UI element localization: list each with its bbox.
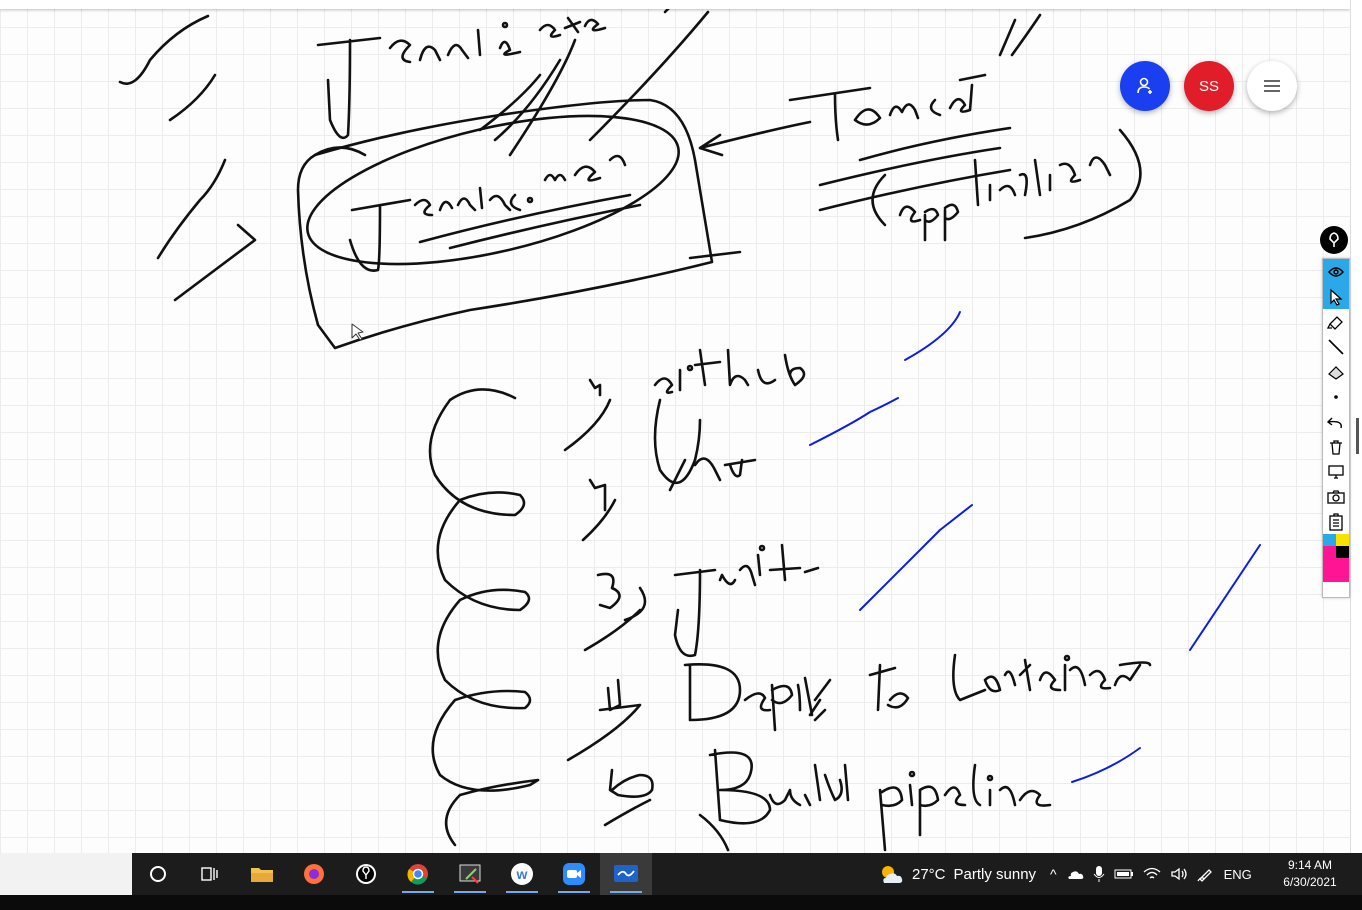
eye-tool[interactable]: [1323, 259, 1349, 284]
top-bar: [0, 0, 1350, 9]
swatch-pink[interactable]: [1323, 558, 1349, 582]
eraser-tool[interactable]: [1323, 359, 1349, 384]
partly-sunny-icon: [882, 866, 903, 883]
firefox-icon: [304, 864, 324, 884]
pen-app-button[interactable]: [340, 853, 392, 895]
task-view-button[interactable]: [184, 853, 236, 895]
weather-temperature: 27°C: [912, 865, 946, 883]
camera-icon: [1327, 489, 1345, 504]
volume-icon[interactable]: [1170, 867, 1188, 881]
user-avatar-button[interactable]: SS: [1184, 61, 1234, 111]
windows-taskbar: w 27°C Partly sunny ^ ENG 9:14 AM 6/30/2…: [0, 853, 1362, 895]
camera-tool[interactable]: [1323, 484, 1349, 509]
file-explorer-button[interactable]: [236, 853, 288, 895]
zoom-icon: [563, 863, 585, 885]
highlighter-icon: [1327, 315, 1343, 330]
clipboard-icon: [1329, 512, 1343, 531]
word-button[interactable]: w: [496, 853, 548, 895]
swatch-cyan[interactable]: [1323, 534, 1349, 546]
pointer-icon: [1330, 288, 1343, 306]
start-area[interactable]: [0, 853, 132, 895]
user-initials: SS: [1198, 77, 1219, 95]
whiteboard-button[interactable]: [600, 853, 652, 895]
screen-tool[interactable]: [1323, 459, 1349, 484]
file-explorer-icon: [251, 868, 273, 882]
zoom-button[interactable]: [548, 853, 600, 895]
pen-line-icon: [1328, 338, 1344, 355]
color-swatches: [1323, 534, 1349, 582]
screen-icon: [1328, 464, 1344, 479]
handwritten-ink: [118, 0, 1261, 852]
pen-app-icon: [356, 864, 376, 884]
pen-tool-button[interactable]: [1320, 226, 1348, 254]
svg-text:w: w: [516, 866, 528, 882]
chrome-icon: [407, 864, 428, 885]
whiteboard-canvas[interactable]: [0, 0, 1350, 853]
microphone-icon[interactable]: [1093, 865, 1105, 883]
menu-button[interactable]: [1247, 61, 1297, 111]
undo-icon: [1327, 417, 1342, 428]
pen-icon: [1329, 232, 1339, 247]
pointer-tool[interactable]: [1323, 284, 1349, 309]
swatch-black[interactable]: [1323, 546, 1349, 558]
word-icon: w: [511, 863, 533, 885]
chevron-up-icon[interactable]: ^: [1050, 866, 1057, 882]
cortana-button[interactable]: [132, 853, 184, 895]
cortana-icon: [150, 866, 166, 882]
weather-widget[interactable]: 27°C Partly sunny: [878, 853, 1036, 895]
task-view-icon: [201, 867, 218, 881]
chrome-button[interactable]: [392, 853, 444, 895]
pen-input-icon[interactable]: [1197, 866, 1215, 882]
bottom-strip: [0, 895, 1362, 910]
snipping-tool-icon: [459, 864, 481, 884]
system-tray: ^ ENG: [1050, 853, 1252, 895]
battery-icon[interactable]: [1114, 868, 1134, 880]
system-clock[interactable]: 9:14 AM 6/30/2021: [1275, 857, 1345, 891]
clipboard-tool[interactable]: [1323, 509, 1349, 534]
scrollbar-thumb[interactable]: [1356, 418, 1359, 454]
trash-icon: [1330, 439, 1342, 455]
clock-date: 6/30/2021: [1283, 875, 1337, 889]
eraser-icon: [1328, 365, 1344, 380]
highlighter-tool[interactable]: [1323, 309, 1349, 334]
undo-tool[interactable]: [1323, 409, 1349, 434]
invite-button[interactable]: [1120, 61, 1170, 111]
onedrive-icon[interactable]: [1066, 868, 1084, 880]
whiteboard-icon: [614, 865, 638, 882]
clock-time: 9:14 AM: [1287, 858, 1333, 872]
annotation-toolbar: [1322, 258, 1350, 598]
dot-tool[interactable]: [1323, 384, 1349, 409]
snipping-tool-button[interactable]: [444, 853, 496, 895]
person-add-icon: [1137, 77, 1152, 94]
hamburger-menu-icon: [1264, 80, 1280, 92]
pen-line-tool[interactable]: [1323, 334, 1349, 359]
trash-tool[interactable]: [1323, 434, 1349, 459]
language-indicator[interactable]: ENG: [1223, 866, 1252, 882]
weather-condition: Partly sunny: [953, 865, 1037, 883]
eye-icon: [1328, 266, 1344, 277]
firefox-button[interactable]: [288, 853, 340, 895]
wifi-icon[interactable]: [1143, 867, 1161, 881]
dot-icon: [1334, 394, 1338, 399]
